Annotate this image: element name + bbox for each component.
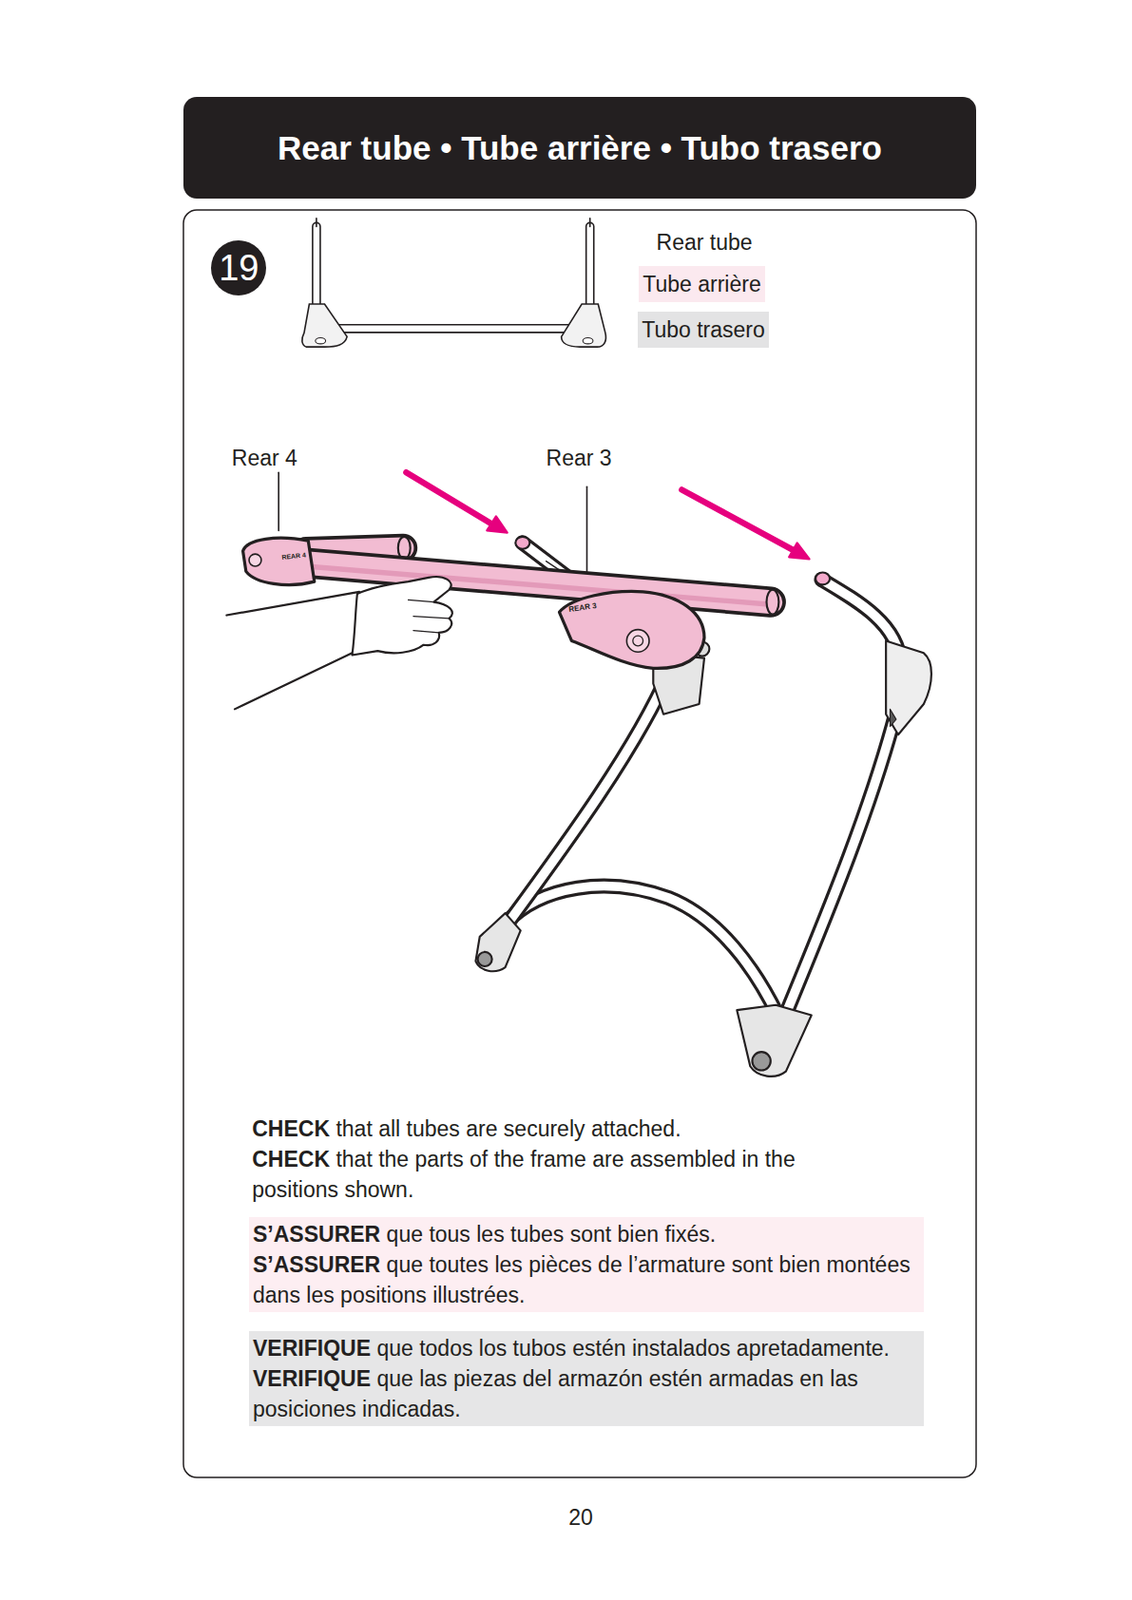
label-band: Tube arrière [638,266,765,303]
page-number: 20 [568,1502,594,1534]
part-name: Rear tube [656,227,753,258]
emphasis-word: VERIFIQUE [252,1366,371,1392]
rear-tube-thumbnail [302,218,607,347]
text-block: VERIFIQUE que todos los tubos estén inst… [252,1333,921,1364]
label-band: Tubo trasero [637,311,769,348]
text-block: Tube arrière [642,268,761,300]
instruction-text: CHECK that the parts of the frame are as… [251,1144,804,1206]
text-block: Tubo trasero [641,314,766,346]
emphasis-word: S’ASSURER [252,1222,381,1248]
step-number-text: 19 [218,249,259,287]
instruction-body: that the parts of the frame are assemble… [251,1147,795,1203]
step-frame [183,210,977,1478]
instruction-body: that all tubes are securely attached. [329,1116,682,1142]
text-block: S’ASSURER que tous les tubes sont bien f… [252,1219,921,1250]
emphasis-word: CHECK [251,1116,330,1142]
emphasis-word: S’ASSURER [252,1252,381,1278]
instruction-band: S’ASSURER que tous les tubes sont bien f… [249,1217,924,1313]
page-title: Rear tube • Tube arrière • Tubo trasero [277,129,883,168]
frame-illustration [226,472,932,1077]
instruction-body: que tous les tubes sont bien fixés. [380,1222,716,1248]
instruction-text: CHECK that all tubes are securely attach… [251,1113,804,1145]
step-number: 19 [211,240,267,296]
emphasis-word: VERIFIQUE [252,1336,371,1362]
part-name: Rear 4 [231,442,298,474]
emphasis-word: CHECK [251,1147,330,1172]
instruction-band: VERIFIQUE que todos los tubos estén inst… [249,1331,924,1427]
header-bar: Rear tube • Tube arrière • Tubo trasero [183,96,977,199]
text-block: S’ASSURER que toutes les pièces de l’arm… [252,1249,921,1311]
text-block: VERIFIQUE que las piezas del armazón est… [252,1363,921,1425]
part-name: Rear 3 [546,442,613,474]
instruction-body: que todos los tubos estén instalados apr… [370,1336,890,1362]
